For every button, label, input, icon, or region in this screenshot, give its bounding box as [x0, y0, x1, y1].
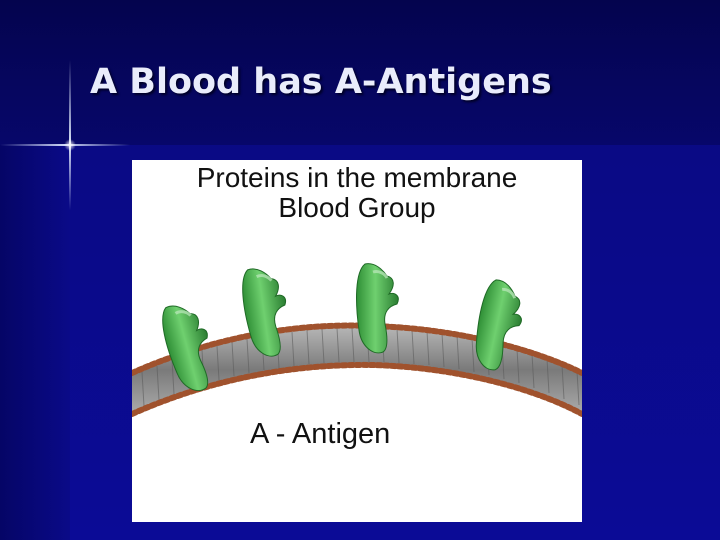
figure-heading-line2: Blood Group: [278, 192, 436, 223]
sparkle-vertical: [69, 60, 71, 210]
slide-title: A Blood has A-Antigens: [90, 62, 552, 102]
lipid-heads-inner: [132, 361, 582, 417]
figure-heading-line1: Proteins in the membrane: [196, 162, 518, 193]
sparkle-icon: [64, 139, 76, 151]
antigen-protein-3: [356, 263, 399, 354]
membrane-illustration: [132, 263, 582, 417]
antigen-protein-1: [162, 305, 209, 392]
title-band: [0, 0, 720, 145]
left-band: [0, 145, 70, 540]
antigen-protein-4: [475, 279, 522, 371]
figure-heading: Proteins in the membrane Blood Group: [132, 163, 582, 223]
lipid-bilayer: [132, 327, 582, 412]
antigen-label: A - Antigen: [250, 418, 391, 450]
antigen-protein-2: [242, 268, 287, 357]
membrane-figure: Proteins in the membrane Blood Group A -…: [132, 160, 582, 522]
